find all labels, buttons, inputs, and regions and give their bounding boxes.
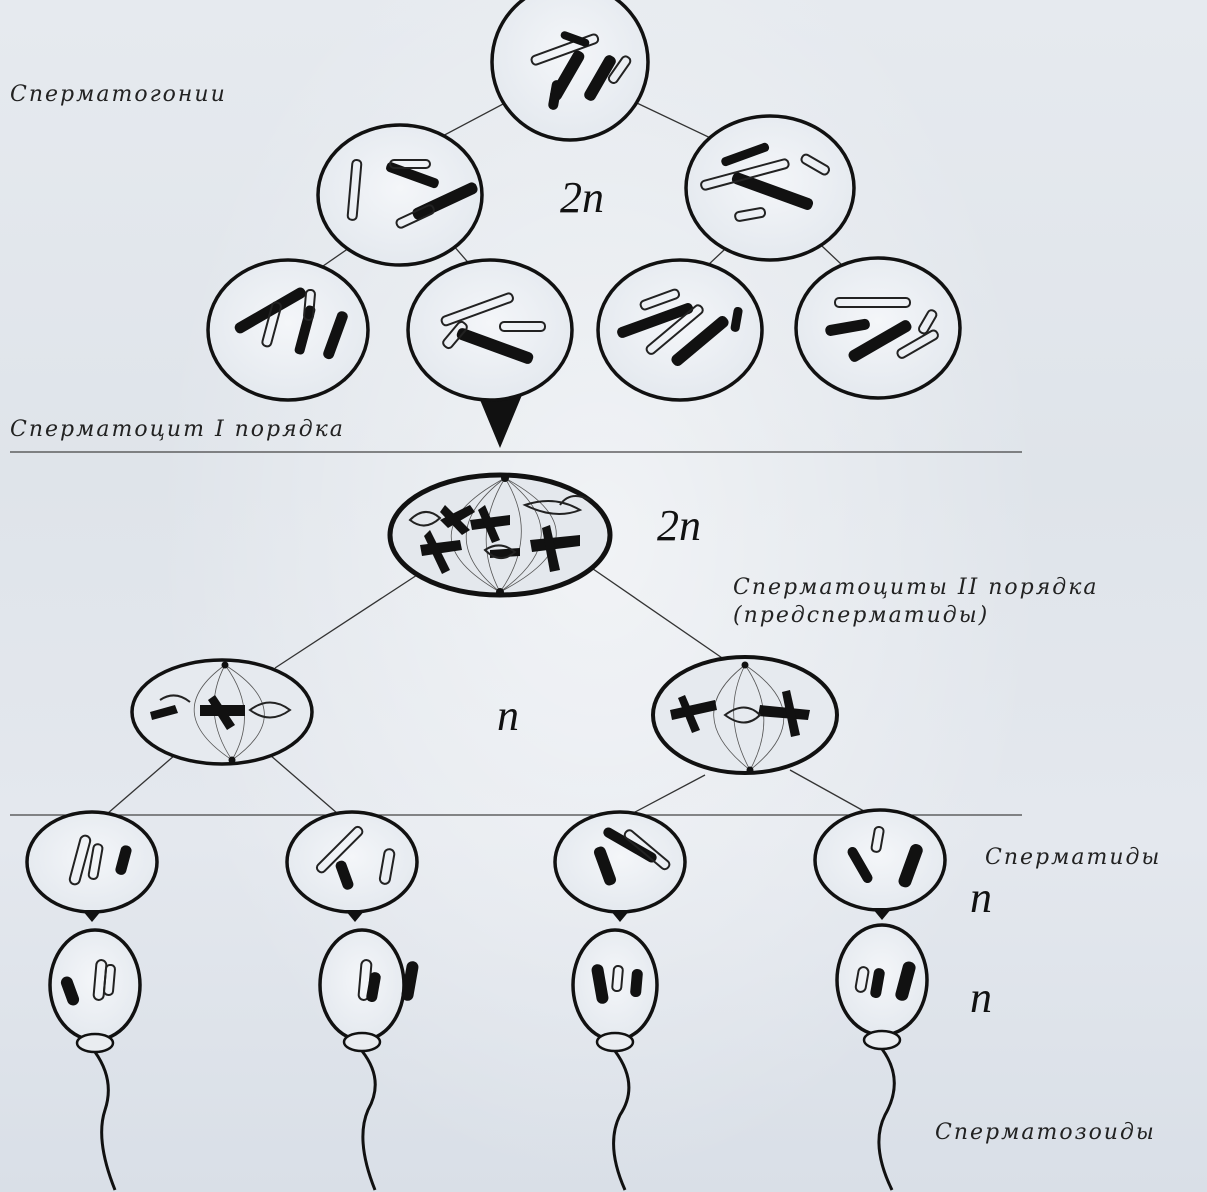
ploidy-spermatocytes-2: n bbox=[497, 690, 519, 741]
ploidy-spermatocyte-1: 2n bbox=[657, 500, 701, 551]
arrow-down-icon bbox=[872, 908, 892, 920]
label-spermatids: Сперматиды bbox=[985, 845, 1161, 870]
spermatocyte-cell-3 bbox=[598, 260, 762, 400]
spermatogonium-cell-left bbox=[318, 125, 482, 265]
spermatocyte-2-cell-right bbox=[653, 657, 837, 774]
arrow-down-icon bbox=[82, 910, 102, 922]
spermatogonium-cell-right bbox=[686, 116, 854, 260]
label-spermatocyte-1: Сперматоцит I порядка bbox=[10, 417, 345, 442]
arrow-down-icon bbox=[610, 910, 630, 922]
arrow-down-icon bbox=[478, 395, 522, 448]
ploidy-spermatids: n bbox=[970, 872, 992, 923]
spermatocyte-cell-1 bbox=[208, 260, 368, 400]
spermatozoon-1 bbox=[50, 930, 140, 1190]
ploidy-spermatozoa: n bbox=[970, 972, 992, 1023]
spermatocyte-cell-4 bbox=[796, 258, 960, 398]
spermatogonium-cell bbox=[492, 0, 648, 140]
spermatocyte-2-cell-left bbox=[132, 660, 312, 764]
label-prespermatids: (предсперматиды) bbox=[733, 603, 989, 628]
label-spermatocytes-2: Сперматоциты II порядка bbox=[733, 575, 1099, 600]
spermatozoon-2 bbox=[320, 930, 419, 1190]
spermatid-cell-3 bbox=[555, 812, 685, 912]
label-spermatozoa: Сперматозоиды bbox=[935, 1120, 1156, 1145]
arrow-down-icon bbox=[345, 910, 365, 922]
spermatozoon-3 bbox=[573, 930, 657, 1190]
spermatid-cell-2 bbox=[287, 812, 417, 912]
spermatocyte-1-metaphase-cell bbox=[390, 474, 610, 596]
spermatid-cell-1 bbox=[27, 812, 157, 912]
spermatozoon-4 bbox=[837, 925, 927, 1190]
spermatocyte-cell-2 bbox=[408, 260, 572, 400]
label-spermatogonia: Сперматогонии bbox=[10, 82, 227, 107]
spermatid-cell-4 bbox=[815, 810, 945, 910]
ploidy-spermatogonia: 2n bbox=[560, 172, 604, 223]
